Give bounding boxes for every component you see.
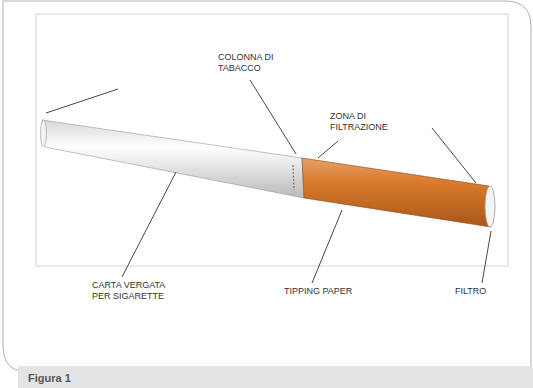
filter-end [485, 186, 495, 227]
part-label: COLONNA DI TABACCO [218, 52, 280, 74]
leader-line [318, 141, 338, 158]
part-label: FILTRO [455, 286, 505, 297]
part-label: ZONA DI FILTRAZIONE [330, 111, 412, 133]
tobacco-end [41, 120, 47, 147]
cigarette-paper [42, 120, 304, 198]
leader-line [482, 231, 491, 283]
picture-box [36, 14, 508, 266]
figure-caption: Figura 1 [28, 372, 71, 384]
leader-line [122, 172, 176, 277]
leader-line [432, 128, 476, 183]
leader-line [46, 89, 118, 113]
part-label: CARTA VERGATA PER SIGARETTE [92, 280, 184, 302]
frame [3, 1, 531, 372]
part-label: TIPPING PAPER [284, 286, 374, 297]
paper-print [293, 165, 294, 190]
tipping-paper [302, 158, 491, 227]
leader-line [250, 80, 296, 154]
leader-line [312, 210, 342, 283]
caption-bar [18, 366, 533, 388]
